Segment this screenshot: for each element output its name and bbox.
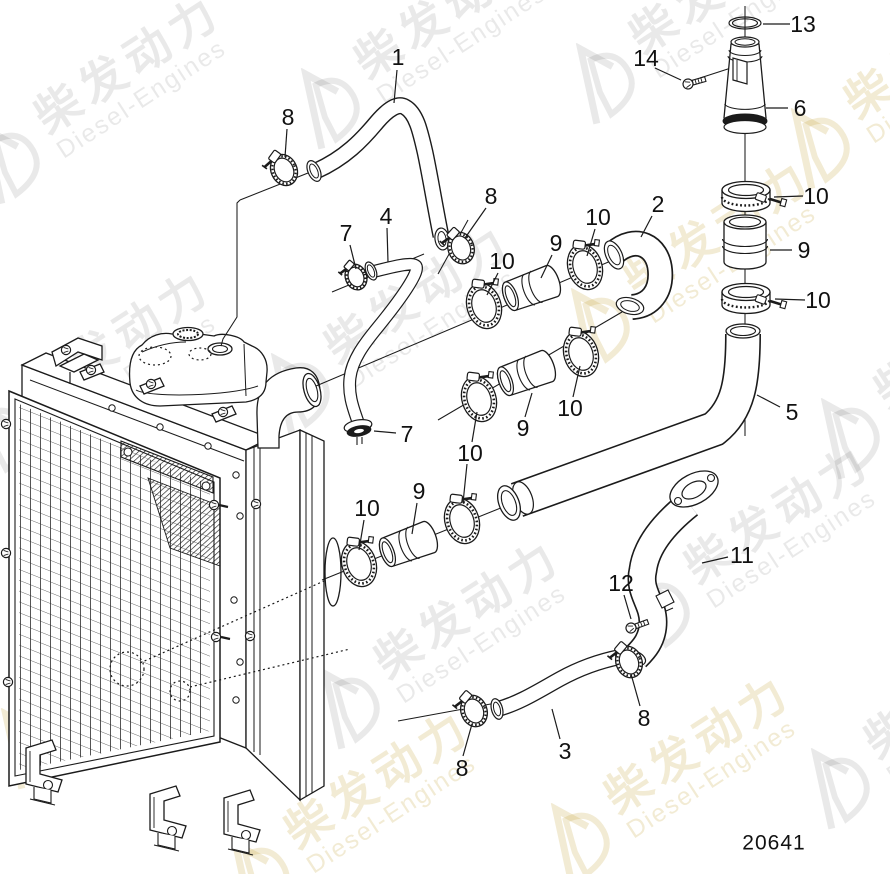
guard-brace-bar xyxy=(121,441,213,493)
vclamp-10-f xyxy=(554,315,610,383)
hose-elbow-2 xyxy=(600,238,660,317)
callout-labels: 1 2 3 4 5 6 7 7 8 8 8 8 9 9 9 9 10 10 10… xyxy=(282,11,831,855)
mounting-foot xyxy=(223,789,261,856)
callout-8-c: 8 xyxy=(456,755,469,781)
callout-7-a: 7 xyxy=(340,220,353,246)
callout-9-d: 9 xyxy=(413,478,426,504)
cone-boss xyxy=(733,58,747,84)
callout-10-b: 10 xyxy=(585,204,611,230)
radiator-port-flange xyxy=(325,538,341,606)
leader-lines xyxy=(285,24,805,756)
callout-9-c: 9 xyxy=(517,415,530,441)
clamp-8-a xyxy=(256,142,304,194)
bolt xyxy=(244,630,256,642)
callout-6: 6 xyxy=(794,95,807,121)
pipe-11 xyxy=(620,464,724,669)
sleeve-9-c xyxy=(493,347,560,400)
callout-10-c: 10 xyxy=(803,183,829,209)
callout-10-a: 10 xyxy=(489,248,515,274)
callout-5: 5 xyxy=(786,399,799,425)
pipe-11-ear xyxy=(656,590,674,608)
connector-cone-6 xyxy=(723,37,767,134)
callout-8-a: 8 xyxy=(282,104,295,130)
core-fin-patch xyxy=(148,478,220,566)
guard-bolt xyxy=(208,499,230,643)
callout-9-a: 9 xyxy=(550,230,563,256)
callout-8-b: 8 xyxy=(485,183,498,209)
callout-8-d: 8 xyxy=(638,705,651,731)
callout-10-d: 10 xyxy=(805,287,831,313)
callout-3: 3 xyxy=(559,738,572,764)
hose-1 xyxy=(304,106,450,251)
vclamp-10-b xyxy=(558,228,614,296)
radiator-side-tank xyxy=(246,430,324,800)
o-ring-13 xyxy=(729,17,761,29)
clamp-8-c xyxy=(447,683,493,734)
sleeve-9-d xyxy=(375,518,442,571)
tank-strap-bolts xyxy=(80,364,236,422)
callout-10-e: 10 xyxy=(557,395,583,421)
mounting-foot xyxy=(149,785,187,852)
hose-4 xyxy=(343,260,416,445)
drawing-number: 20641 xyxy=(742,832,805,855)
radiator-assembly xyxy=(0,328,324,856)
callout-1: 1 xyxy=(392,44,405,70)
hose-3 xyxy=(489,647,629,721)
callout-4: 4 xyxy=(380,203,393,229)
radiator-outlet-elbow xyxy=(257,368,324,448)
callout-2: 2 xyxy=(652,191,665,217)
parts xyxy=(256,17,788,734)
callout-14: 14 xyxy=(633,45,659,71)
callout-9-b: 9 xyxy=(798,237,811,263)
expansion-tank xyxy=(130,328,268,407)
bolt xyxy=(250,498,262,510)
callout-11: 11 xyxy=(730,542,754,568)
pipe-5 xyxy=(493,324,760,523)
radiator-grille-guard xyxy=(0,391,230,786)
lifting-bracket xyxy=(52,338,102,384)
sleeve-9-b xyxy=(721,214,769,270)
hidden-port-markers xyxy=(110,538,350,701)
callout-10-g: 10 xyxy=(354,495,380,521)
vclamp-10-a xyxy=(457,267,513,335)
callout-12: 12 xyxy=(608,570,634,596)
vclamp-10-g xyxy=(332,525,388,593)
callout-10-f: 10 xyxy=(457,440,483,466)
callout-13: 13 xyxy=(790,11,816,37)
callout-7-b: 7 xyxy=(401,421,414,447)
